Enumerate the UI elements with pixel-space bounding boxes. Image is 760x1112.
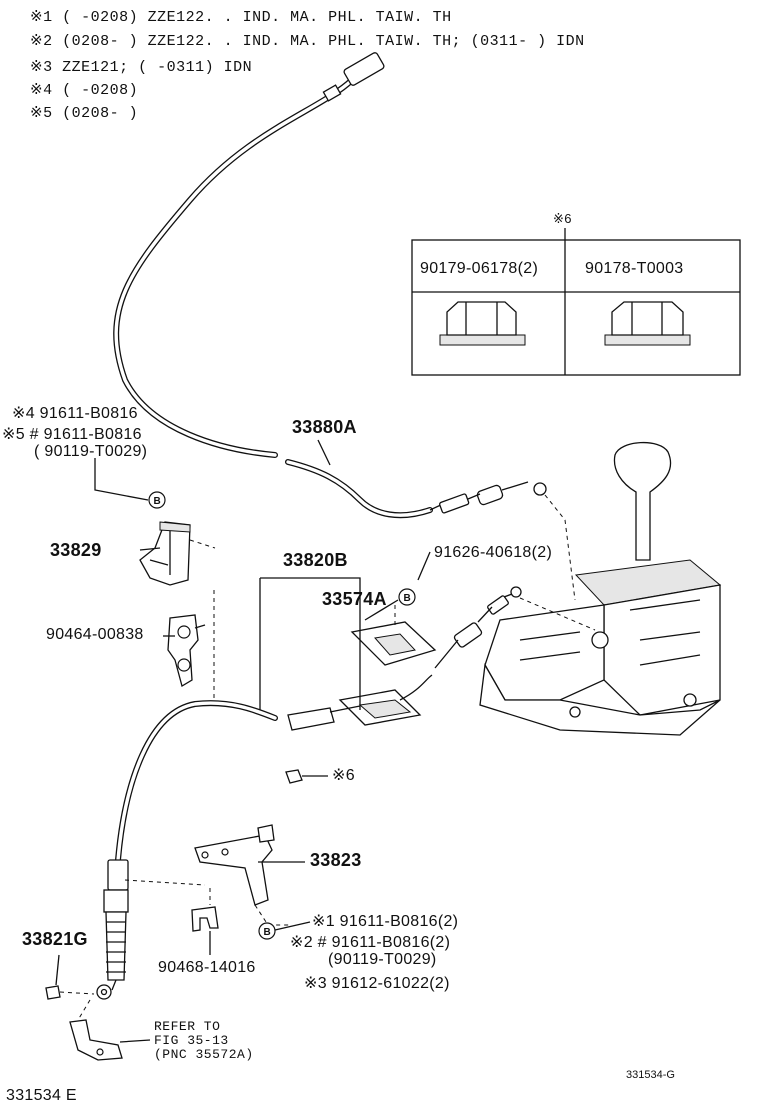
- illustration-code: 331534-G: [626, 1069, 675, 1081]
- bolt-label: ※1 91611-B0816(2): [312, 913, 459, 930]
- note-1: ※1 ( -0208) ZZE122. . IND. MA. PHL. TAIW…: [30, 9, 452, 26]
- nut-small: [285, 769, 303, 784]
- bolt-label: ( 90119-T0029): [34, 443, 148, 460]
- nut-part-number: 90179-06178(2): [420, 260, 539, 277]
- part-label-91626: 91626-40618(2): [434, 544, 553, 561]
- nut-ref-label: ※6: [332, 767, 355, 784]
- cable-33880a: [113, 52, 547, 519]
- nut-table-marker: ※6: [553, 211, 572, 226]
- flange-nut-icon: [604, 301, 691, 346]
- bolt-label: ※4 91611-B0816: [12, 405, 138, 422]
- bolt-label: ※3 91612-61022(2): [304, 975, 450, 992]
- refer-note: (PNC 35572A): [154, 1047, 254, 1062]
- refer-note: REFER TO: [154, 1019, 221, 1034]
- refer-note: FIG 35-13: [154, 1033, 229, 1048]
- nut-table-frame: [411, 228, 741, 376]
- retainer-33574a: [350, 621, 437, 666]
- part-label-33820b: 33820B: [283, 550, 348, 570]
- flange-nut-icon: [439, 301, 526, 346]
- b-marker: B: [258, 922, 276, 940]
- clip-90464: [167, 614, 206, 688]
- note-4: ※4 ( -0208): [30, 82, 139, 99]
- svg-text:B: B: [264, 927, 271, 938]
- note-3: ※3 ZZE121; ( -0311) IDN: [30, 59, 253, 76]
- nut-part-number: 90178-T0003: [585, 260, 684, 277]
- b-marker: B: [148, 491, 166, 509]
- bolt-label: ※2 # 91611-B0816(2): [290, 934, 451, 951]
- part-label-33574a: 33574A: [322, 589, 387, 609]
- note-2: ※2 (0208- ) ZZE122. . IND. MA. PHL. TAIW…: [30, 33, 585, 50]
- part-label-33821g: 33821G: [22, 929, 88, 949]
- part-label-33829: 33829: [50, 540, 102, 560]
- note-5: ※5 (0208- ): [30, 105, 139, 122]
- part-label-33823: 33823: [310, 850, 362, 870]
- b-marker: B: [398, 588, 416, 606]
- bolt-label: (90119-T0029): [328, 951, 437, 968]
- part-label-33880a: 33880A: [292, 417, 357, 437]
- svg-text:B: B: [404, 593, 411, 604]
- cable-33820b: [96, 700, 278, 1000]
- refer-bracket: [69, 1019, 123, 1061]
- bracket-33829: [139, 521, 191, 586]
- part-label-90468: 90468-14016: [158, 959, 256, 976]
- svg-text:B: B: [154, 496, 161, 507]
- clip-90468: [191, 906, 219, 932]
- part-33821g: [45, 985, 61, 1000]
- shift-lever-assembly: [479, 441, 722, 736]
- part-label-90464: 90464-00838: [46, 626, 144, 643]
- bracket-33823: [194, 824, 275, 906]
- page-code: 331534 E: [6, 1087, 77, 1104]
- bolt-label: ※5 # 91611-B0816: [2, 426, 142, 443]
